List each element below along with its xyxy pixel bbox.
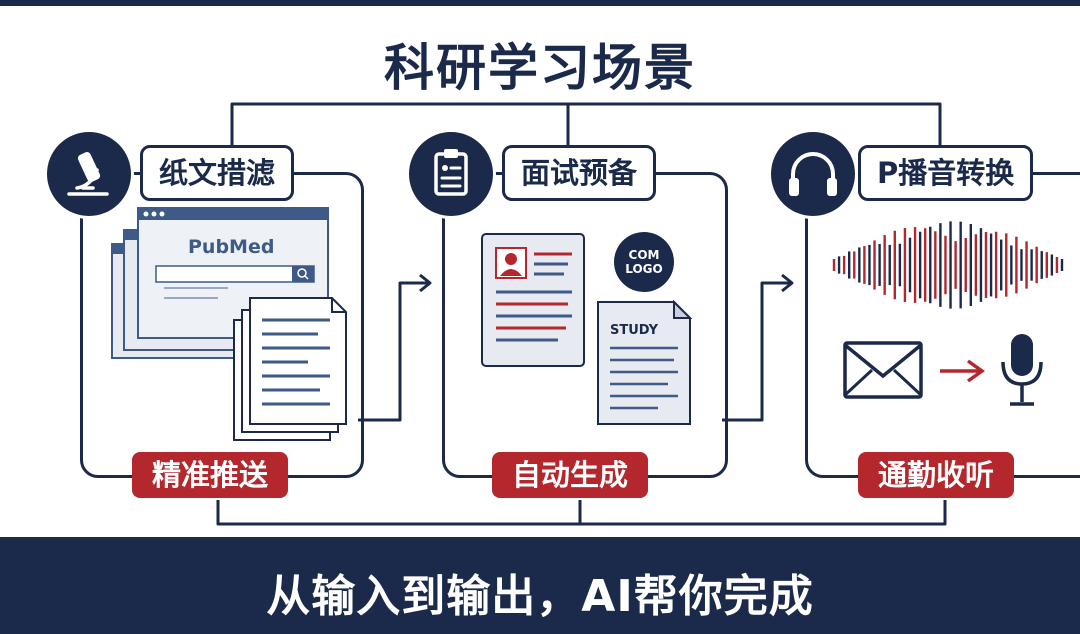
panel-interview-label: 面试预备 — [502, 145, 657, 201]
page-title: 科研学习场景 — [384, 39, 696, 97]
slogan: 从输入到输出，AI帮你完成 — [266, 571, 814, 622]
company-logo-badge — [614, 232, 674, 292]
interview-illustration: COM LOGO STUDY — [481, 232, 693, 425]
envelope-icon — [843, 341, 923, 399]
top-accent-bar — [0, 0, 1080, 6]
pubmed-logo: PubMed — [188, 236, 274, 258]
top-connector — [230, 102, 942, 148]
microphone-icon — [1001, 334, 1043, 406]
svg-text:LOGO: LOGO — [625, 262, 662, 276]
panel-literature-label: 纸文措滤 — [140, 145, 295, 201]
bottom-banner: 从输入到输出，AI帮你完成 — [0, 537, 1080, 634]
headphones-icon — [768, 129, 858, 219]
svg-text:COM: COM — [629, 248, 660, 262]
panel-interview-tag: 自动生成 — [492, 452, 649, 498]
arrow-right-icon — [940, 359, 986, 383]
clipboard-icon — [406, 129, 496, 219]
flow-arrow-2 — [722, 281, 790, 422]
panel-podcast-label: P播音转换 — [858, 145, 1034, 201]
pubmed-illustration: PubMed — [111, 207, 347, 441]
study-doc-title: STUDY — [610, 323, 659, 338]
panel-podcast-tag: 通勤收听 — [858, 452, 1015, 498]
panel-podcast-frame — [805, 172, 1080, 478]
microscope-icon — [44, 129, 134, 219]
panel-literature-tag: 精准推送 — [132, 452, 289, 498]
flow-arrow-1 — [358, 281, 428, 422]
sound-wave-icon — [832, 221, 1064, 309]
